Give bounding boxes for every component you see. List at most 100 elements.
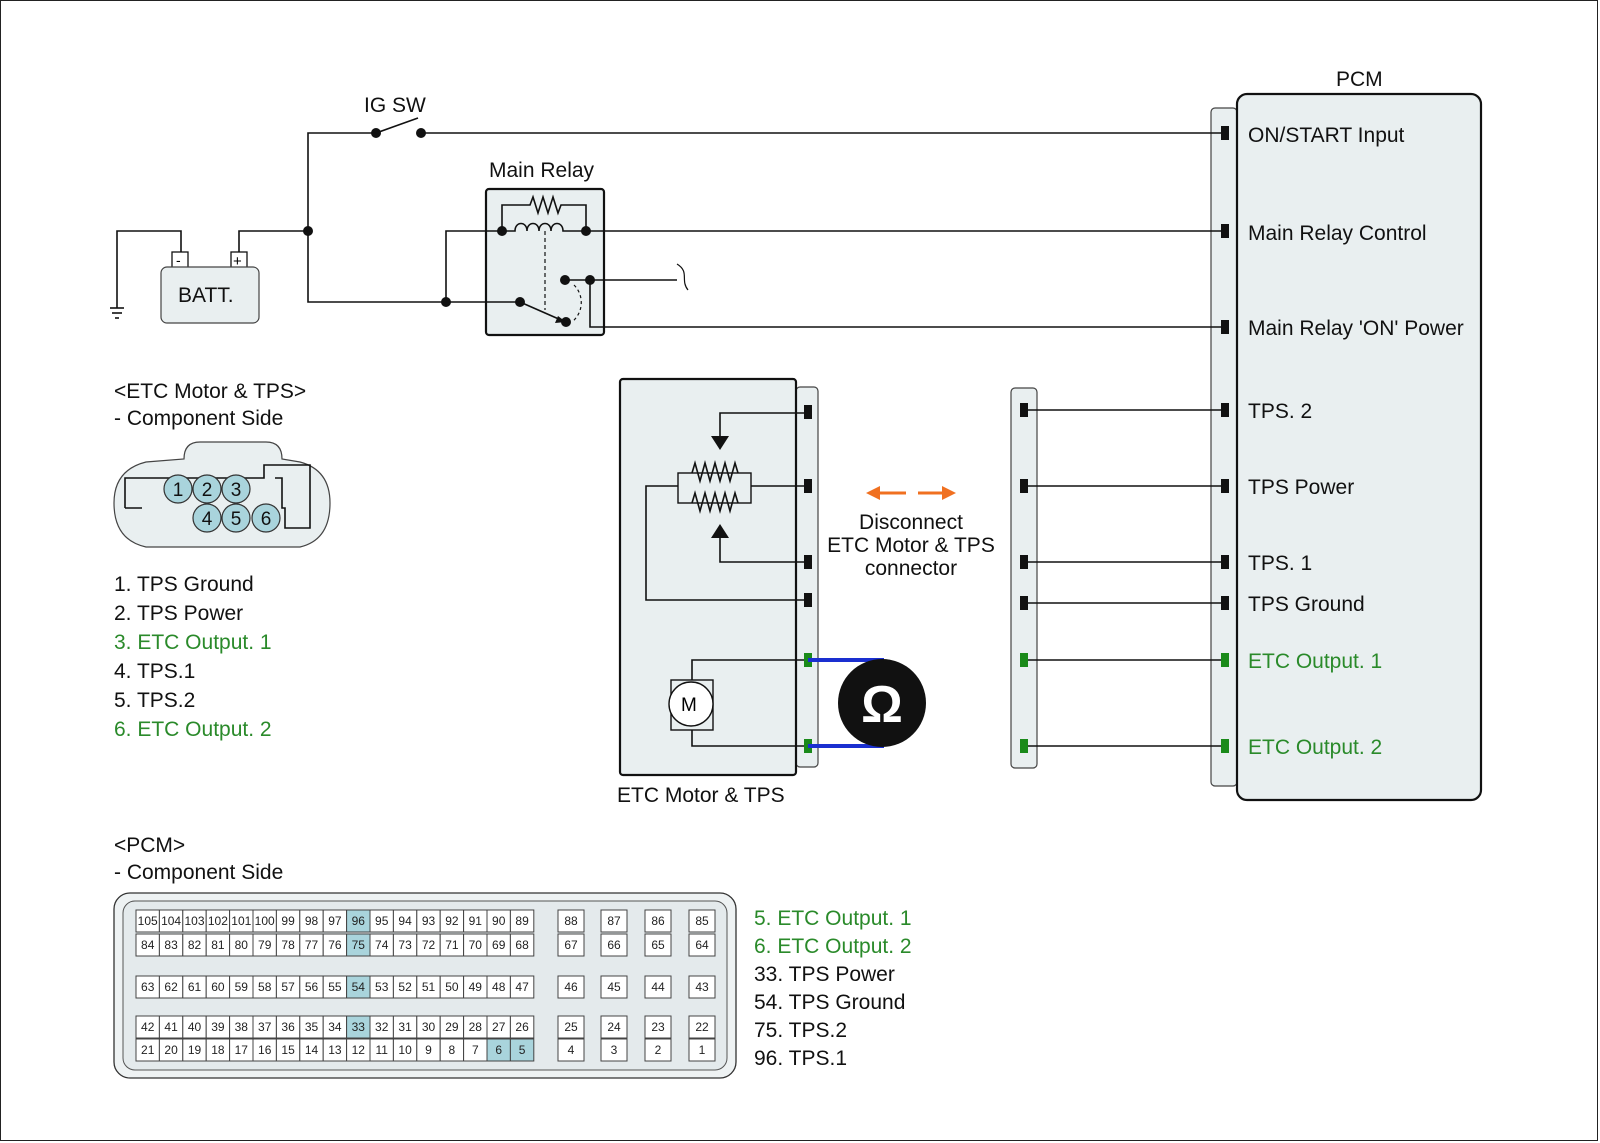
battery-plus: +: [233, 253, 242, 270]
pcm-pin-number: 12: [352, 1043, 366, 1057]
pcm-pin-number: 38: [235, 1020, 249, 1034]
pcm-pin-number: 23: [651, 1020, 665, 1034]
pcm-pin-number: 64: [695, 938, 709, 952]
pcm-pin-cell: [509, 909, 535, 933]
pcm-pin-number: 54: [352, 980, 366, 994]
pcm-pin-number: 88: [564, 914, 578, 928]
etc-pin-number: 6: [261, 509, 272, 530]
ig-switch: [371, 117, 426, 138]
ohm-symbol: Ω: [861, 676, 903, 734]
pcm-connector-strip: [1210, 107, 1238, 787]
pcm-pin-number: 53: [375, 980, 389, 994]
pcm-pin-on-start: ON/START Input: [1248, 124, 1405, 147]
pcm-pin-number: 90: [492, 914, 506, 928]
pcm-pin-number: 97: [328, 914, 342, 928]
pcm-pin-number: 5: [519, 1043, 526, 1057]
pcm-pin-cell: [644, 1038, 672, 1062]
pcm-pin-number: 49: [469, 980, 483, 994]
etc-pin-number: 2: [202, 480, 213, 501]
etc-connector-face: [113, 441, 331, 548]
etc-pin-number: 3: [231, 480, 242, 501]
etc-connector-subtitle: - Component Side: [114, 407, 283, 430]
pcm-pin-number: 31: [398, 1020, 412, 1034]
pcm-pin-cell: [557, 975, 585, 999]
pcm-pin-number: 93: [422, 914, 436, 928]
pcm-terminals: [1221, 126, 1229, 753]
pcm-pin-number: 33: [352, 1020, 366, 1034]
pcm-pin-number: 105: [138, 914, 158, 928]
pcm-pin-number: 103: [184, 914, 204, 928]
etc-legend-item: 2. TPS Power: [114, 602, 243, 625]
pcm-pin-cell: [600, 1038, 628, 1062]
pcm-pin-number: 94: [398, 914, 412, 928]
pcm-pin-number: 63: [141, 980, 155, 994]
etc-pin-6: [251, 503, 281, 533]
pcm-pin-number: 25: [564, 1020, 578, 1034]
pcm-pin-cell: [509, 1038, 535, 1062]
pcm-pin-number: 80: [235, 938, 249, 952]
harness-wires: [1020, 403, 1225, 753]
pcm-pin-number: 100: [255, 914, 275, 928]
pcm-box: [1235, 92, 1483, 802]
pcm-pin-number: 83: [164, 938, 178, 952]
etc-pin-3: [221, 474, 251, 504]
pcm-pin-number: 50: [445, 980, 459, 994]
pcm-pin-number: 7: [472, 1043, 479, 1057]
pcm-pin-number: 27: [492, 1020, 506, 1034]
pcm-pin-etc-output-2: ETC Output. 2: [1248, 736, 1382, 759]
pcm-pin-number: 34: [328, 1020, 342, 1034]
ig-sw-label: IG SW: [364, 94, 426, 117]
pcm-legend-item: 33. TPS Power: [754, 963, 895, 986]
pcm-pin-number: 75: [352, 938, 366, 952]
pcm-pin-number: 96: [352, 914, 366, 928]
pcm-connector-title: <PCM>: [114, 834, 185, 857]
pcm-pin-number: 44: [651, 980, 665, 994]
motor-symbol: M: [681, 695, 697, 716]
pcm-pin-cell: [600, 1015, 628, 1039]
pcm-pin-number: 51: [422, 980, 436, 994]
pcm-pin-number: 84: [141, 938, 155, 952]
etc-legend-item: 6. ETC Output. 2: [114, 718, 272, 741]
pcm-pin-etc-output-1: ETC Output. 1: [1248, 650, 1382, 673]
pcm-pin-cell: [557, 1038, 585, 1062]
pcm-pin-number: 18: [211, 1043, 225, 1057]
disconnect-line-1: Disconnect: [859, 511, 963, 534]
pcm-pin-number: 73: [398, 938, 412, 952]
etc-motor-tps: M: [618, 377, 819, 777]
pcm-legend-item: 96. TPS.1: [754, 1047, 847, 1070]
pcm-pin-number: 60: [211, 980, 225, 994]
etc-legend-item: 1. TPS Ground: [114, 573, 254, 596]
pcm-pin-cell: [509, 933, 535, 957]
ohmmeter: Ω: [808, 658, 926, 748]
battery-label: BATT.: [178, 284, 234, 307]
pcm-pin-number: 15: [281, 1043, 295, 1057]
pcm-pin-cell: [688, 909, 716, 933]
battery: - + BATT.: [160, 251, 260, 324]
pcm-pin-number: 8: [449, 1043, 456, 1057]
pcm-pin-cell: [600, 909, 628, 933]
etc-pin-5: [221, 503, 251, 533]
pcm-pin-number: 104: [161, 914, 181, 928]
pcm-pin-number: 13: [328, 1043, 342, 1057]
pcm-pin-number: 98: [305, 914, 319, 928]
pcm-pin-number: 61: [188, 980, 202, 994]
pcm-pin-tps2: TPS. 2: [1248, 400, 1312, 423]
pcm-pin-number: 45: [607, 980, 621, 994]
pcm-pin-cell: [557, 933, 585, 957]
pcm-pin-number: 76: [328, 938, 342, 952]
pcm-pin-number: 22: [695, 1020, 709, 1034]
disconnect-line-2: ETC Motor & TPS: [827, 534, 995, 557]
main-relay-label: Main Relay: [489, 159, 595, 182]
pcm-pin-number: 89: [515, 914, 529, 928]
pcm-pin-number: 65: [651, 938, 665, 952]
pcm-legend-item: 54. TPS Ground: [754, 991, 905, 1014]
pcm-pin-number: 36: [281, 1020, 295, 1034]
pcm-pin-number: 58: [258, 980, 272, 994]
pcm-pin-number: 74: [375, 938, 389, 952]
pcm-pin-number: 66: [607, 938, 621, 952]
pcm-pin-tps1: TPS. 1: [1248, 552, 1312, 575]
pcm-pin-number: 82: [188, 938, 202, 952]
pcm-pin-number: 72: [422, 938, 436, 952]
